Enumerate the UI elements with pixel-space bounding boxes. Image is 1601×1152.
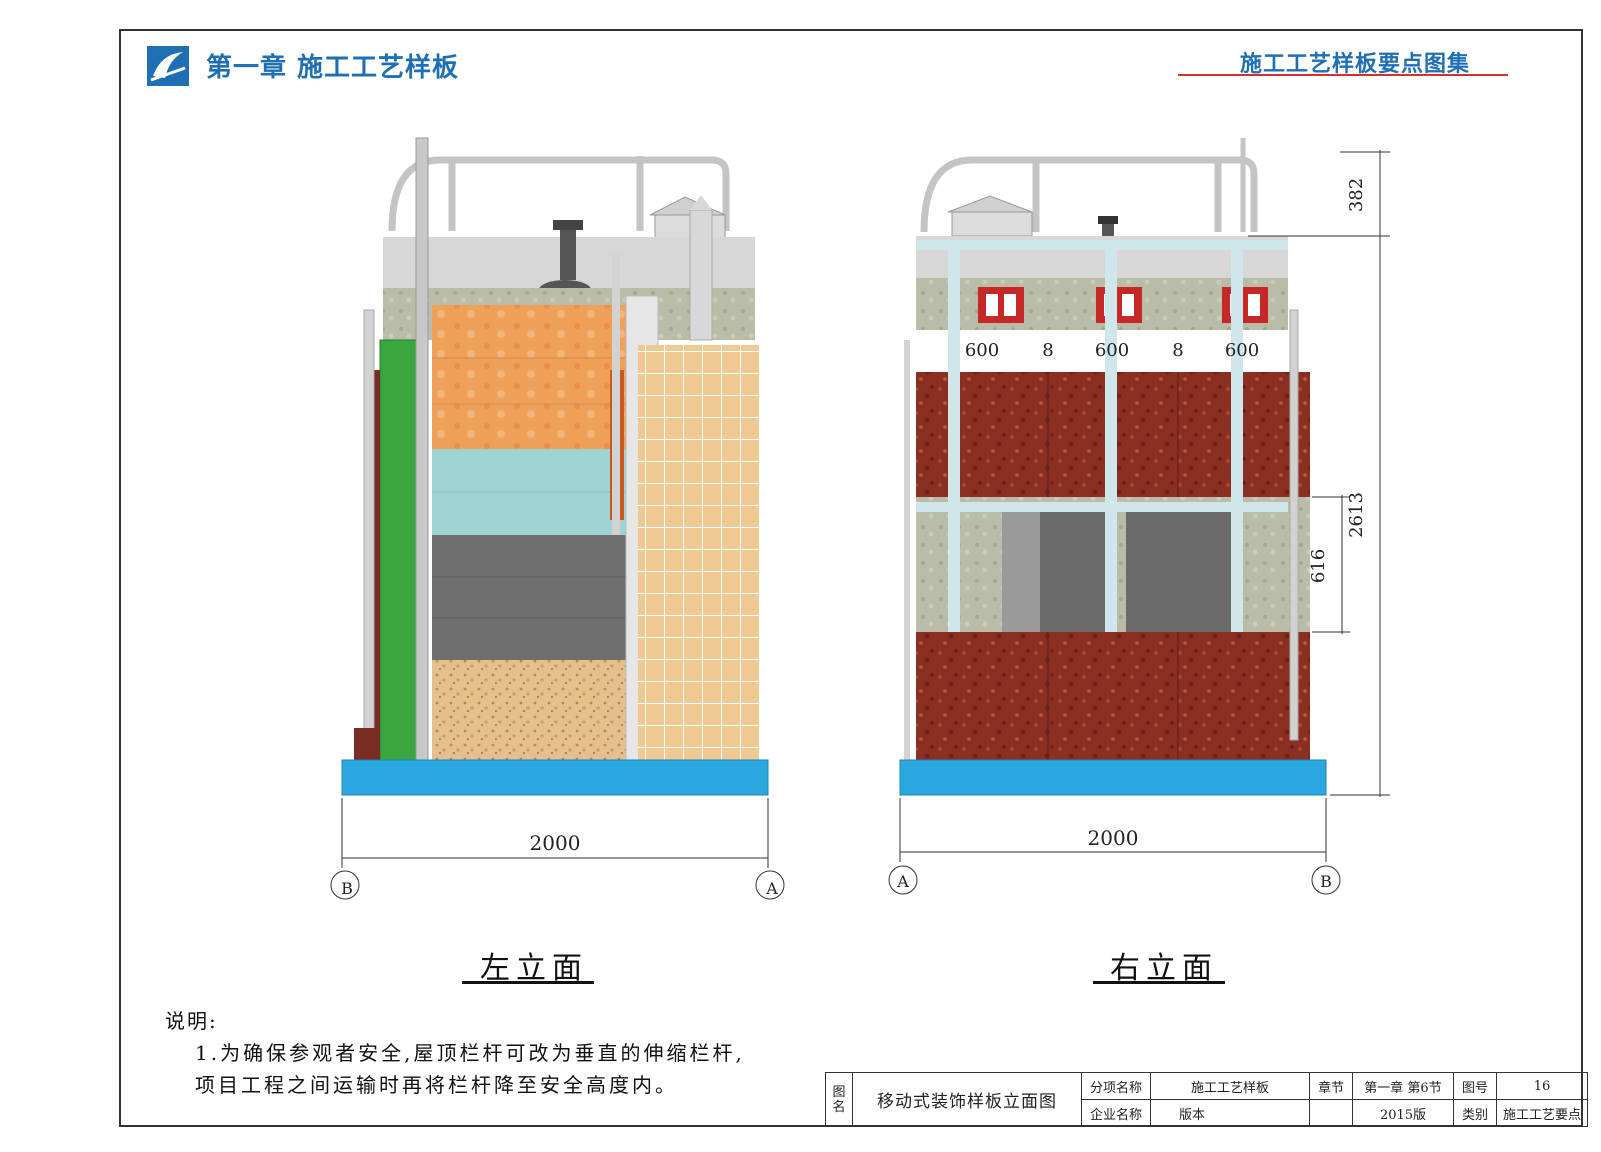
right-width-dimension	[899, 798, 1327, 862]
title-block-category-value: 施工工艺要点	[1496, 1099, 1588, 1127]
notes: 说明: 1.为确保参观者安全,屋顶栏杆可改为垂直的伸缩栏杆, 项目工程之间运输时…	[165, 1005, 745, 1101]
panel-dim-2: 8	[1042, 340, 1053, 361]
panel-dim-3: 600	[1095, 340, 1129, 361]
atlas-title: 施工工艺样板要点图集	[1240, 52, 1471, 77]
left-width-value: 2000	[530, 831, 581, 855]
right-elevation-model	[899, 138, 1327, 796]
panel-dim-4: 8	[1172, 340, 1183, 361]
title-block-company-value: 版本	[1150, 1099, 1310, 1127]
title-block-drawing-name: 移动式装饰样板立面图	[852, 1072, 1082, 1127]
panel-dim-5: 600	[1225, 340, 1259, 361]
title-block-company-label: 企业名称	[1081, 1099, 1151, 1127]
title-block-name-label: 图名	[825, 1072, 853, 1127]
title-block-category-label: 类别	[1453, 1099, 1497, 1127]
chapter-title: 第一章 施工工艺样板	[206, 53, 460, 83]
panel-dim-1: 600	[965, 340, 999, 361]
company-logo-icon	[147, 46, 189, 86]
left-elevation-model	[341, 137, 769, 796]
left-elevation-label: 左立面	[480, 951, 588, 986]
dim-total: 2613	[1346, 492, 1367, 538]
title-block-item-value: 施工工艺样板	[1150, 1072, 1310, 1100]
atlas-title-underline	[1178, 74, 1508, 76]
left-label-underline	[462, 981, 594, 984]
right-elevation-label: 右立面	[1110, 951, 1218, 986]
title-block-figno-label: 图号	[1453, 1072, 1497, 1100]
title-block-version-value: 2015版	[1352, 1099, 1454, 1127]
dim-gap: 616	[1308, 549, 1329, 583]
right-label-underline	[1093, 981, 1225, 984]
left-axis-left: B	[341, 879, 353, 898]
dim-top: 382	[1346, 178, 1367, 212]
title-block-blank	[1309, 1099, 1353, 1127]
left-width-dimension	[341, 798, 769, 868]
title-block-figno-value: 16	[1496, 1072, 1588, 1100]
right-axis-right: B	[1320, 872, 1332, 891]
right-width-value: 2000	[1088, 826, 1139, 850]
notes-line-2: 项目工程之间运输时再将栏杆降至安全高度内。	[195, 1073, 678, 1097]
notes-line-1: 1.为确保参观者安全,屋顶栏杆可改为垂直的伸缩栏杆,	[195, 1041, 745, 1065]
title-block-section-value: 第一章 第6节	[1352, 1072, 1454, 1100]
right-height-dimension	[1248, 150, 1390, 797]
title-block: 图名 移动式装饰样板立面图 分项名称 施工工艺样板 章节 第一章 第6节 图号 …	[825, 1072, 1588, 1127]
title-block-section-label: 章节	[1309, 1072, 1353, 1100]
notes-title: 说明:	[165, 1009, 218, 1033]
left-axis-right: A	[765, 879, 778, 898]
right-axis-left: A	[896, 872, 909, 891]
title-block-item-label: 分项名称	[1081, 1072, 1151, 1100]
